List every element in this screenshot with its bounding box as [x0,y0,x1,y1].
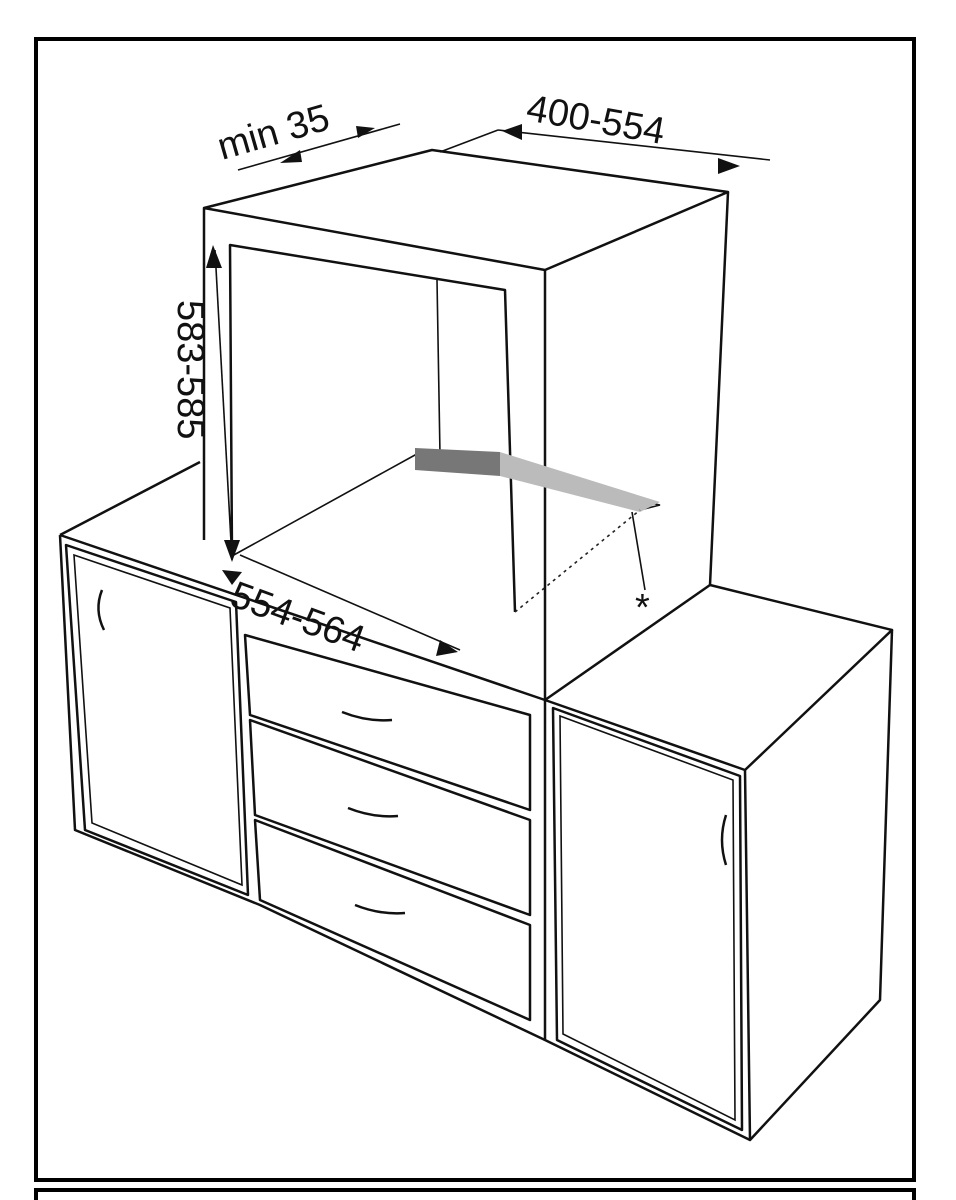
lower-frame [34,1188,916,1200]
min-gap-label: min 35 [213,97,334,169]
note-marker: * [635,587,650,629]
diagram-frame [34,37,916,1182]
base-cabinets [58,460,894,1142]
depth-label: 400-554 [523,88,668,154]
tall-housing-cabinet [202,148,730,700]
dimension-lines [206,123,771,656]
height-label: 583-585 [169,300,211,439]
